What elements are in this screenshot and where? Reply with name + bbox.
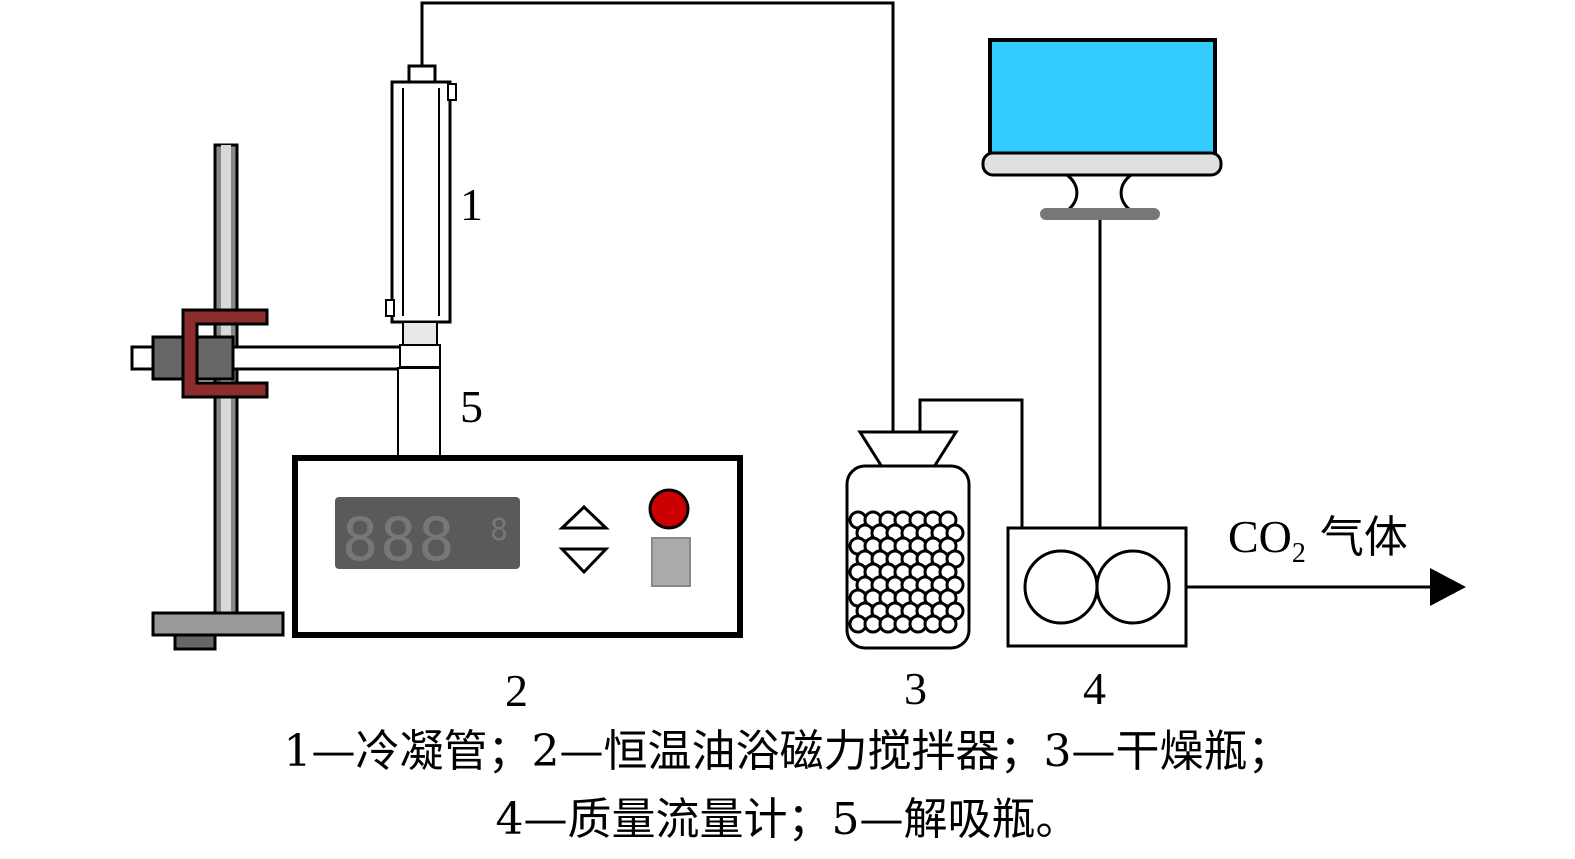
legend-line-1: 1—冷凝管；2—恒温油浴磁力搅拌器；3—干燥瓶； [283,726,1292,777]
desorption-bottle-body [397,367,441,459]
monitor-base [1040,208,1160,220]
desiccant-beads [848,510,965,634]
condenser-side-port-top [447,83,457,101]
mass-flow-meter [1006,526,1466,648]
condenser-joint [402,321,438,347]
magnetic-stirrer: 888 8 [292,455,743,638]
label-condenser: 1 [460,179,483,230]
flowmeter-right-dial [1095,549,1171,625]
desorption-bottle-neck [399,344,441,368]
desorption-bottle [397,344,441,459]
label-drying-bottle: 3 [904,663,927,714]
clamp-knob [130,345,156,371]
up-arrow-icon[interactable] [558,504,610,530]
monitor-bezel [981,151,1223,177]
condenser-body [390,80,452,324]
condenser [385,64,457,347]
drying-bottle [845,430,971,650]
power-button[interactable] [648,488,690,530]
monitor-stand-left [1066,173,1079,212]
condenser-side-port-bottom [385,299,395,317]
tube-condenser-to-dryer [420,1,895,510]
gas-formula: CO [1228,511,1292,562]
computer-monitor [981,38,1223,220]
flowmeter-left-dial [1023,549,1099,625]
power-switch[interactable] [651,537,691,587]
label-stirrer: 2 [505,665,528,716]
stand-base [151,611,285,637]
clamp-bracket [181,308,269,399]
gas-formula-subscript: 2 [1291,538,1306,569]
monitor-screen [988,38,1217,157]
drying-bottle-funnel [857,430,959,472]
outlet-arrow-icon [1430,568,1466,606]
label-flowmeter: 4 [1083,663,1106,714]
retort-stand [130,143,434,651]
label-desorption-bottle: 5 [460,381,483,432]
gas-word: 气体 [1319,512,1408,563]
monitor-stand-right [1119,173,1132,212]
desiccant-bead [938,614,958,634]
outlet-gas-label: CO2 气体 [1228,514,1408,568]
stirrer-display-digits: 888 [342,505,456,575]
stirrer-display-small-digit: 8 [490,513,508,548]
down-arrow-icon[interactable] [558,547,610,575]
legend-line-2: 4—质量流量计；5—解吸瓶。 [495,794,1080,845]
stirrer-display [335,497,520,569]
stand-foot [173,633,217,651]
